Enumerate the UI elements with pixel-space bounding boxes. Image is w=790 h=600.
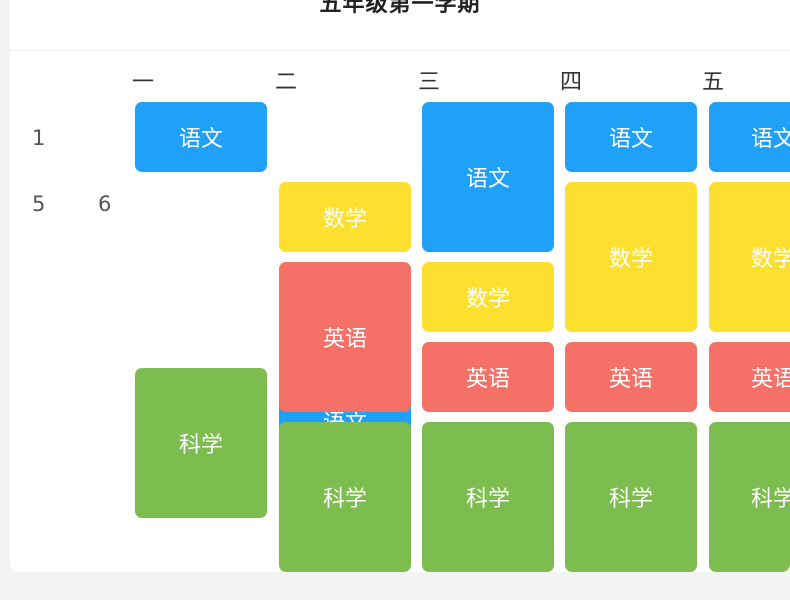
period-number: 1 [32,126,46,150]
class-block-science[interactable]: 科学 [279,422,411,572]
class-label: 科学 [178,433,223,458]
day-header-wed: 三 [418,70,441,95]
class-label: 科学 [608,487,653,512]
page-title: 五年级第一学期 [319,0,481,17]
class-label: 数学 [322,207,367,232]
class-label: 数学 [465,287,510,312]
class-block-science[interactable]: 科学 [565,422,697,572]
class-block-chinese[interactable]: 语文 [565,102,697,172]
class-label: 科学 [751,487,790,512]
class-label: 英语 [751,367,790,392]
class-block-chinese[interactable]: 语文 [135,102,267,172]
period-number: 6 [98,192,112,216]
class-label: 英语 [608,367,653,392]
class-block-math-partial[interactable]: 数学 [709,182,790,332]
header-bar: 五年级第一学期 [10,0,790,51]
timetable-card: 五年级第一学期 一 二 三 四 五 1 5 6 语文 科学 数学 语文 英语 科… [10,0,790,572]
class-label: 语文 [178,127,223,152]
period-number: 5 [32,192,46,216]
class-label: 语文 [751,127,790,152]
class-block-english-partial[interactable]: 英语 [709,342,790,412]
class-label: 语文 [465,167,510,192]
class-label: 科学 [322,487,367,512]
class-block-english[interactable]: 英语 [422,342,554,412]
class-label: 英语 [322,327,367,352]
class-block-math[interactable]: 数学 [279,182,411,252]
day-header-fri: 五 [702,70,725,95]
class-block-math[interactable]: 数学 [565,182,697,332]
class-block-science-partial[interactable]: 科学 [709,422,790,572]
class-block-science[interactable]: 科学 [422,422,554,572]
class-label: 英语 [465,367,510,392]
class-block-chinese[interactable]: 语文 [422,102,554,252]
class-block-math[interactable]: 数学 [422,262,554,332]
day-header-tue: 二 [275,70,298,95]
class-label: 数学 [751,247,790,272]
class-block-science[interactable]: 科学 [135,368,267,518]
class-block-english[interactable]: 英语 [565,342,697,412]
day-header-thu: 四 [560,70,583,95]
class-label: 数学 [608,247,653,272]
class-block-english[interactable]: 英语 [279,262,411,412]
day-header-mon: 一 [132,70,155,95]
class-label: 科学 [465,487,510,512]
class-label: 语文 [608,127,653,152]
class-block-chinese-partial[interactable]: 语文 [709,102,790,172]
